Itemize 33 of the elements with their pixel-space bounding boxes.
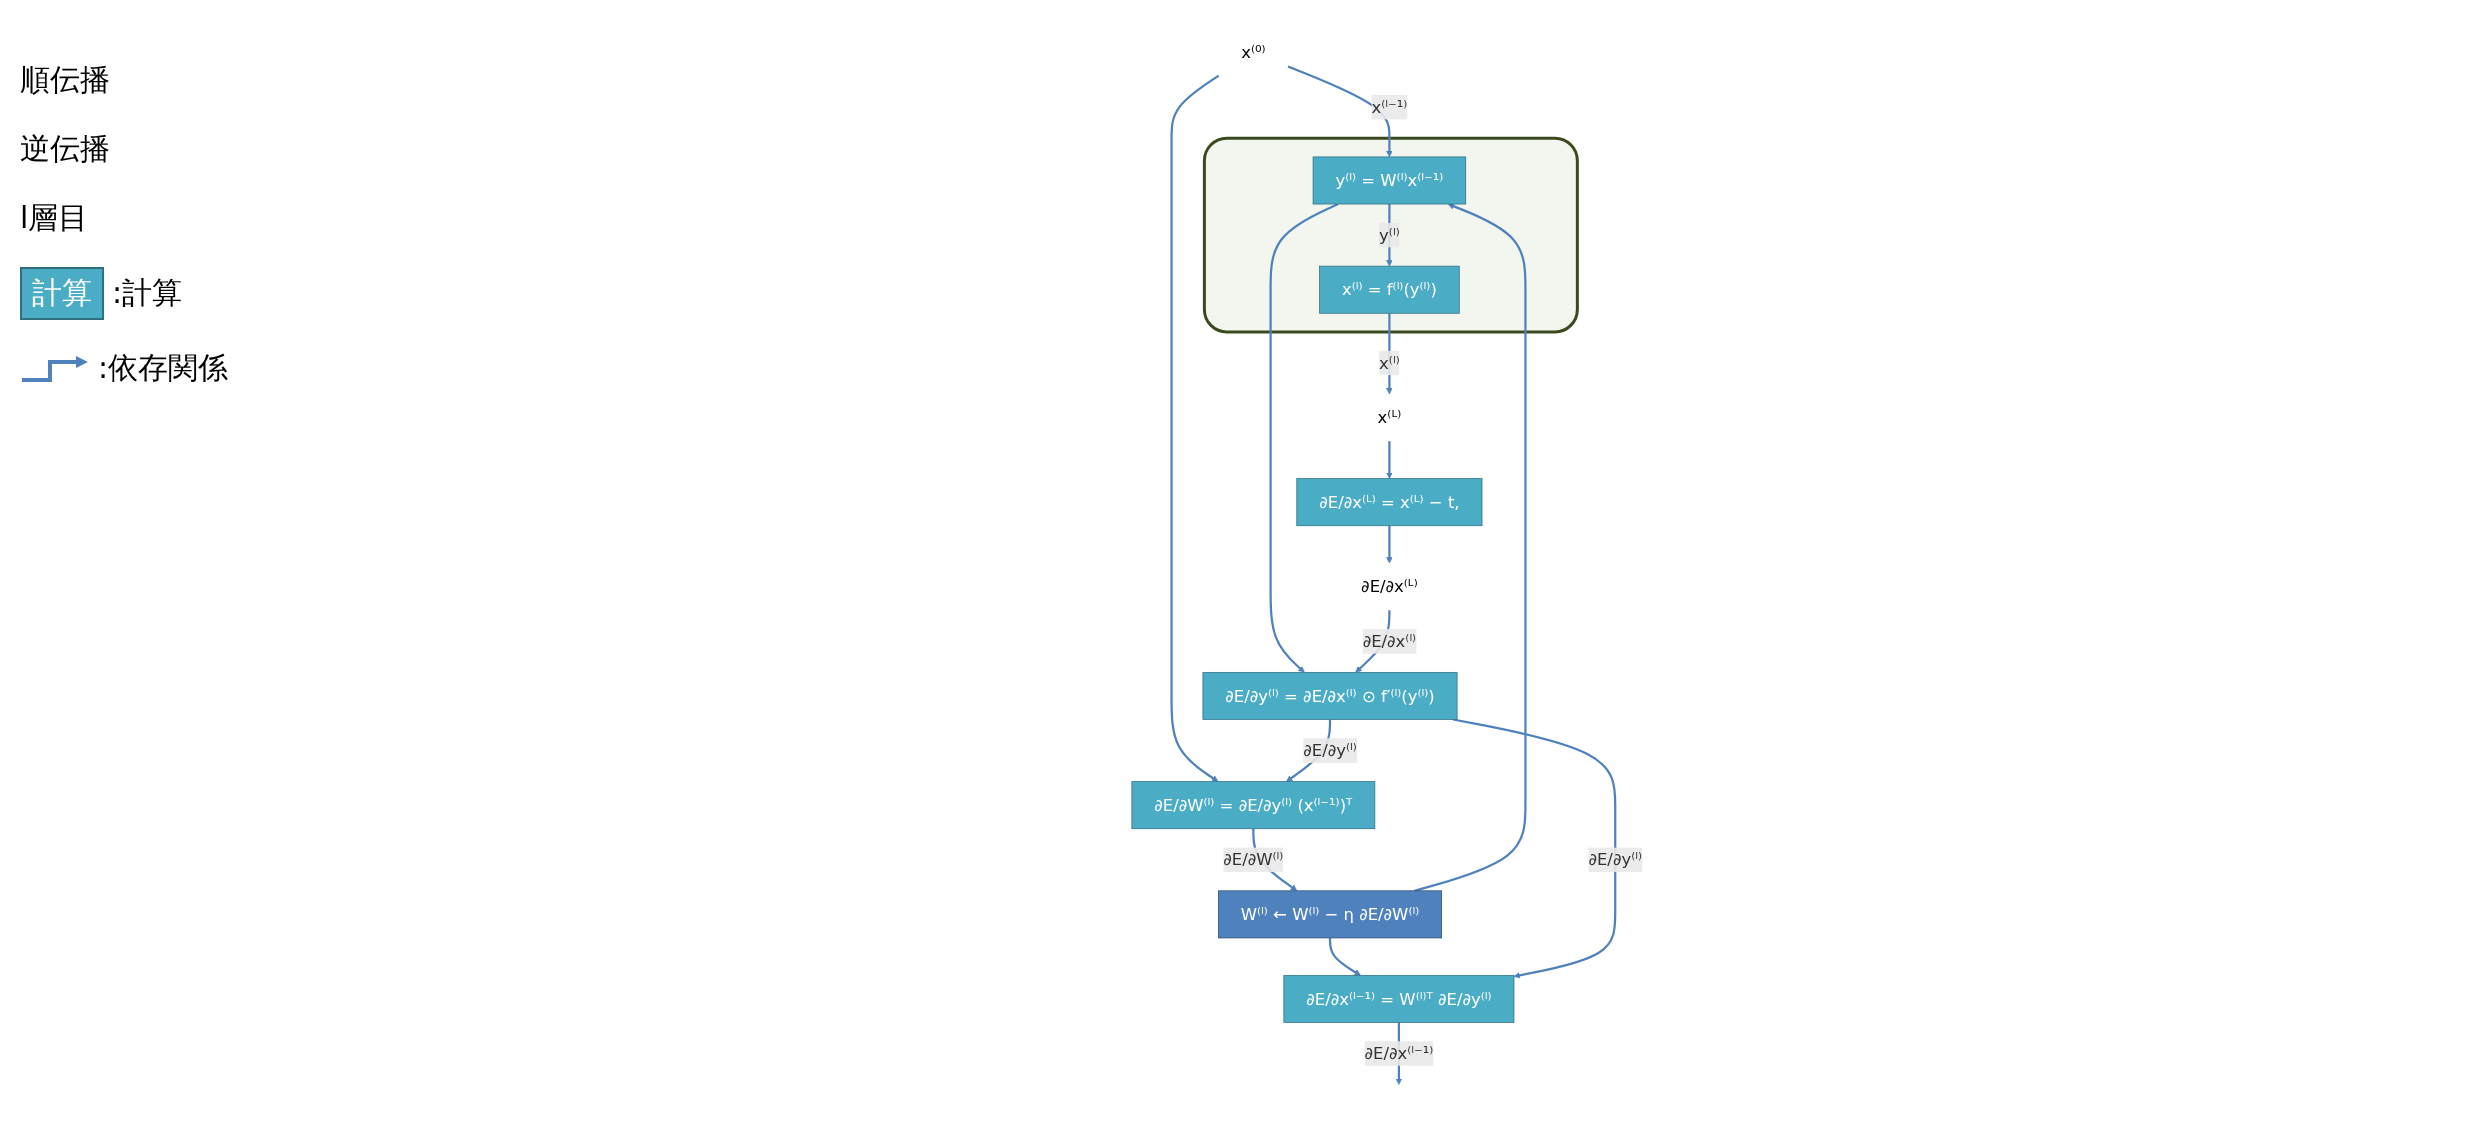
edge-label: x⁽ˡ⁻¹⁾ (1371, 97, 1408, 117)
node-box: ∂E/∂W⁽ˡ⁾ = ∂E/∂y⁽ˡ⁾ (x⁽ˡ⁻¹⁾)ᵀ (1131, 781, 1376, 830)
arrow (1287, 65, 1393, 158)
node-box: y⁽ˡ⁾ = W⁽ˡ⁾x⁽ˡ⁻¹⁾ (1312, 156, 1467, 205)
node-text: x⁽ᴸ⁾ (1377, 408, 1402, 427)
node-box: W⁽ˡ⁾ ← W⁽ˡ⁾ − η ∂E/∂W⁽ˡ⁾ (1218, 890, 1443, 939)
node-text: x⁽⁰⁾ (1241, 43, 1266, 62)
legend-text: :依存関係 (98, 349, 229, 387)
node-box: ∂E/∂y⁽ˡ⁾ = ∂E/∂x⁽ˡ⁾ ⊙ f′⁽ˡ⁾(y⁽ˡ⁾) (1202, 672, 1458, 720)
node-box: ∂E/∂x⁽ˡ⁻¹⁾ = W⁽ˡ⁾ᵀ ∂E/∂y⁽ˡ⁾ (1283, 974, 1515, 1023)
edge-label: ∂E/∂W⁽ˡ⁾ (1223, 850, 1284, 870)
edge-label: x⁽ˡ⁾ (1379, 353, 1400, 373)
arrow (1386, 441, 1393, 479)
section-label: 逆伝播 (20, 130, 111, 168)
legend-text: :計算 (112, 274, 183, 312)
layer-label: l層目 (20, 199, 90, 237)
legend-swatch: 計算 (20, 267, 104, 320)
edge-label: ∂E/∂x⁽ˡ⁾ (1362, 631, 1417, 651)
arrow (1328, 937, 1361, 976)
arrow (1414, 203, 1527, 892)
cluster (1202, 136, 1579, 334)
arrow (1386, 525, 1393, 564)
edge-label: ∂E/∂x⁽ˡ⁻¹⁾ (1364, 1044, 1434, 1063)
arrow (1269, 203, 1339, 673)
node-text: ∂E/∂x⁽ᴸ⁾ (1361, 577, 1418, 597)
arrow (1452, 718, 1617, 979)
edge-label: y⁽ˡ⁾ (1379, 225, 1400, 245)
edge-label: ∂E/∂y⁽ˡ⁾ (1303, 741, 1357, 760)
arrow (1170, 74, 1220, 782)
node-box: x⁽ˡ⁾ = f⁽ˡ⁾(y⁽ˡ⁾) (1319, 265, 1460, 314)
edge-label: ∂E/∂y⁽ˡ⁾ (1588, 850, 1643, 870)
section-label: 順伝播 (20, 61, 111, 99)
node-box: ∂E/∂x⁽ᴸ⁾ = x⁽ᴸ⁾ − t, (1296, 478, 1483, 527)
